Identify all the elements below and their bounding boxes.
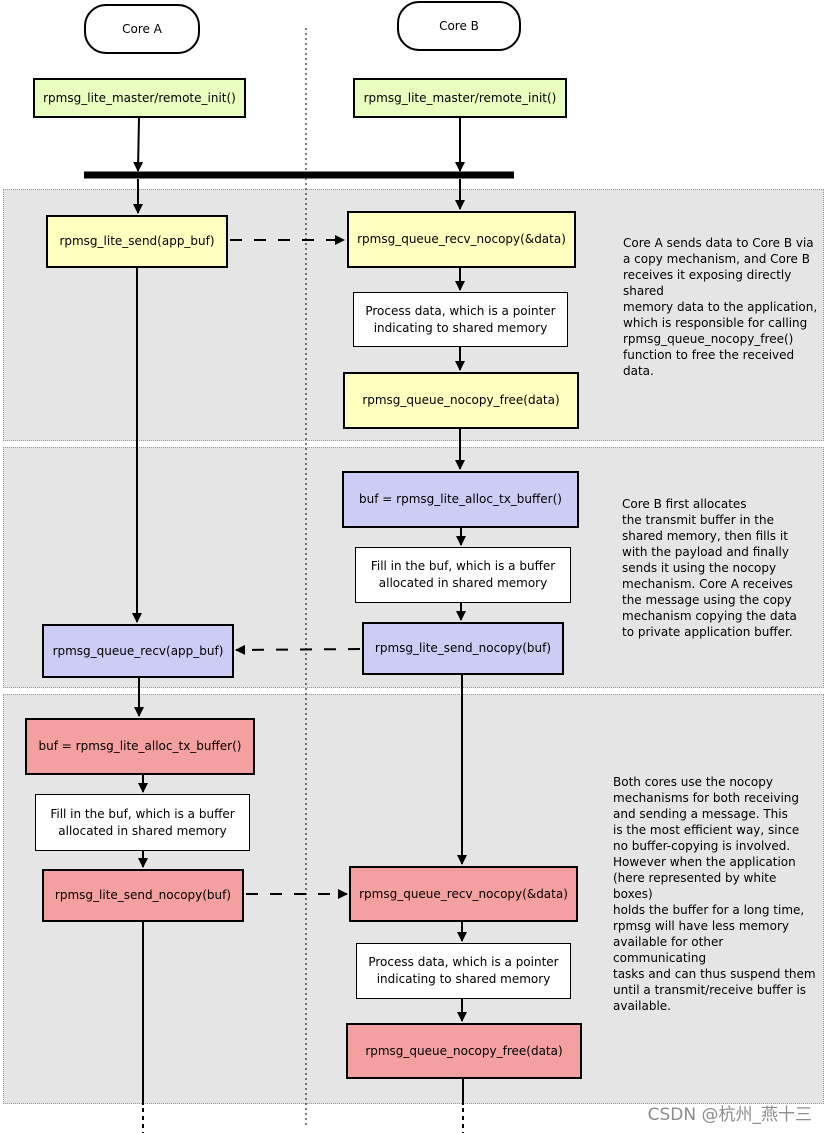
send-box-core-a: rpmsg_lite_send(app_buf) (46, 215, 228, 268)
free-box-core-b: rpmsg_queue_nocopy_free(data) (343, 372, 579, 429)
init-box-core-a: rpmsg_lite_master/remote_init() (33, 78, 246, 118)
recv-box-core-a: rpmsg_queue_recv(app_buf) (42, 624, 234, 678)
recv-nocopy-box-core-b: rpmsg_queue_recv_nocopy(&data) (347, 211, 576, 268)
send-nocopy-box-core-a: rpmsg_lite_send_nocopy(buf) (42, 869, 244, 922)
alloc-box-core-a: buf = rpmsg_lite_alloc_tx_buffer() (25, 718, 255, 775)
core-b-header: Core B (397, 1, 521, 51)
fill-box-core-a: Fill in the buf, which is a buffer alloc… (35, 794, 250, 851)
section-2-note: Core B first allocates the transmit buff… (622, 497, 797, 639)
process-box-core-b: Process data, which is a pointer indicat… (353, 292, 568, 347)
watermark: CSDN @杭州_燕十三 (647, 1105, 812, 1125)
core-a-header: Core A (84, 4, 200, 54)
msg-send-b-to-recv-a (235, 644, 361, 655)
section-3-note: Both cores use the nocopy mechanisms for… (613, 775, 816, 1013)
init-box-core-b: rpmsg_lite_master/remote_init() (353, 78, 567, 118)
arrow-init-a-to-bar (133, 116, 144, 172)
section-1-note: Core A sends data to Core B via a copy m… (623, 236, 818, 378)
free-box-core-b-2: rpmsg_queue_nocopy_free(data) (346, 1023, 582, 1079)
alloc-box-core-b: buf = rpmsg_lite_alloc_tx_buffer() (342, 471, 579, 528)
fill-box-core-b: Fill in the buf, which is a buffer alloc… (355, 547, 571, 603)
recv-nocopy-box-core-b-2: rpmsg_queue_recv_nocopy(&data) (349, 866, 578, 922)
send-nocopy-box-core-b: rpmsg_lite_send_nocopy(buf) (362, 622, 564, 675)
process-box-core-b-2: Process data, which is a pointer indicat… (356, 943, 571, 999)
